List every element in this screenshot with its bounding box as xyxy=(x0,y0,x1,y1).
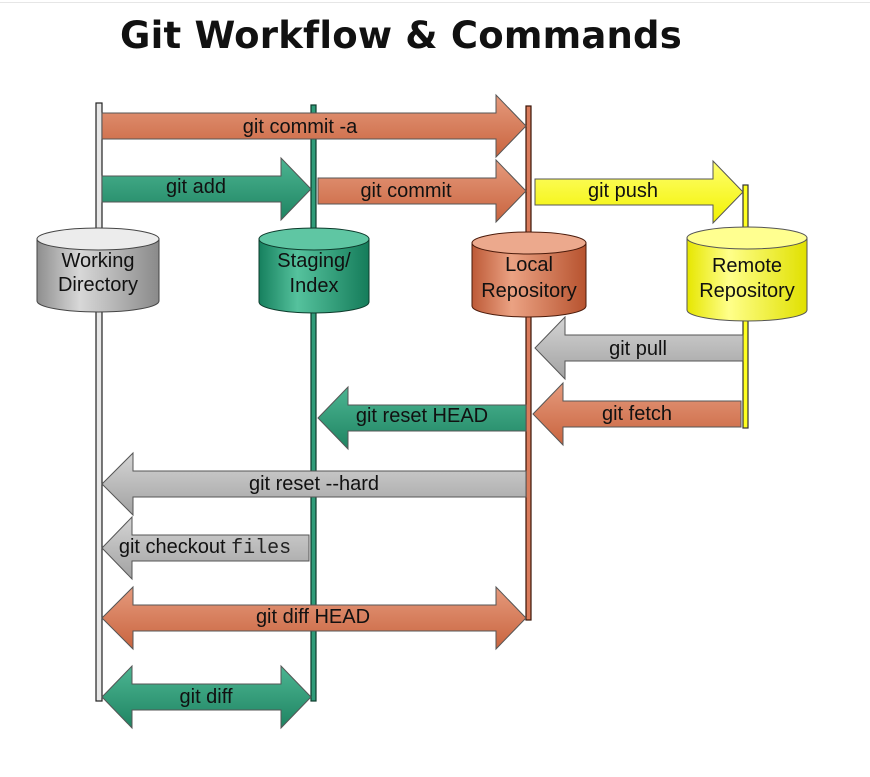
git-push-arrow: git push xyxy=(534,159,744,225)
remote-repository-line2: Repository xyxy=(699,280,795,302)
git-checkout-label: git checkout files xyxy=(119,536,291,560)
git-commit-label: git commit xyxy=(360,180,452,202)
working-directory-line1: Working xyxy=(62,250,135,272)
top-divider xyxy=(0,2,870,3)
git-commit-arrow: git commit xyxy=(317,158,527,224)
git-reset-head-arrow: git reset HEAD xyxy=(317,385,527,451)
git-diff-label: git diff xyxy=(180,686,233,708)
remote-repository-line1: Remote xyxy=(712,255,782,277)
working-directory-line2: Directory xyxy=(58,274,138,296)
page-title: Git Workflow & Commands xyxy=(120,14,682,57)
git-checkout-files-argument: files xyxy=(231,537,291,560)
git-pull-label: git pull xyxy=(609,338,667,360)
staging-index-lifeline xyxy=(310,104,317,702)
local-repository-line1: Local xyxy=(505,254,553,276)
git-add-label: git add xyxy=(166,176,226,198)
git-fetch-arrow: git fetch xyxy=(532,381,742,447)
staging-index-node: Staging/ Index xyxy=(258,227,370,314)
local-repository-lifeline xyxy=(525,105,532,621)
git-commit-a-arrow: git commit -a xyxy=(101,93,527,159)
git-diff-head-label: git diff HEAD xyxy=(256,606,370,628)
working-directory-lifeline xyxy=(95,102,103,702)
local-repository-line2: Repository xyxy=(481,280,577,302)
git-pull-arrow: git pull xyxy=(534,315,744,381)
local-repository-node: Local Repository xyxy=(471,231,587,318)
git-reset-head-label: git reset HEAD xyxy=(356,405,488,427)
git-commit-a-label: git commit -a xyxy=(243,116,358,138)
git-diff-head-arrow: git diff HEAD xyxy=(101,585,527,651)
git-push-label: git push xyxy=(588,180,658,202)
git-checkout-command: git checkout xyxy=(119,536,231,558)
git-diff-arrow: git diff xyxy=(101,664,312,730)
staging-index-line1: Staging/ xyxy=(277,250,351,272)
git-add-arrow: git add xyxy=(101,156,312,222)
staging-index-line2: Index xyxy=(290,275,339,297)
git-fetch-label: git fetch xyxy=(602,403,672,425)
git-checkout-files-arrow: git checkout files xyxy=(101,515,310,581)
git-reset-hard-label: git reset --hard xyxy=(249,473,379,495)
remote-repository-node: Remote Repository xyxy=(686,226,808,322)
git-reset-hard-arrow: git reset --hard xyxy=(101,451,527,517)
working-directory-node: Working Directory xyxy=(36,227,160,313)
